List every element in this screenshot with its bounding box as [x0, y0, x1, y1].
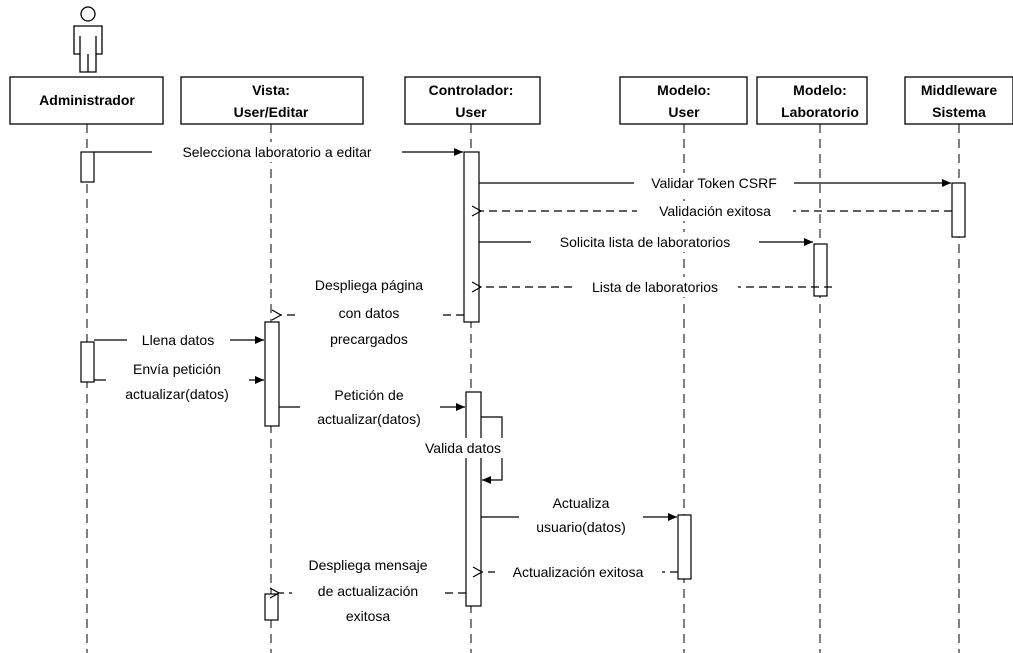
message-envia-peticion: Envía petición actualizar(datos): [94, 358, 264, 406]
message-actualiza-usuario: Actualiza usuario(datos): [481, 495, 677, 537]
participant-label: Modelo:: [793, 82, 847, 98]
participant-label: User: [455, 104, 487, 120]
message-validacion-exitosa: Validación exitosa: [481, 201, 952, 221]
activation-bar: [264, 593, 279, 621]
message-valida-datos: Valida datos: [423, 416, 503, 484]
message-label: Valida datos: [425, 440, 501, 456]
message-lista-laboratorios: Lista de laboratorios: [481, 277, 832, 297]
message-llena-datos: Llena datos: [94, 330, 264, 350]
message-label: Despliega página: [315, 277, 423, 293]
participant-label: Controlador:: [429, 82, 514, 98]
participant-label: Laboratorio: [781, 104, 859, 120]
activation-bar: [465, 391, 482, 607]
message-label: usuario(datos): [536, 519, 626, 535]
participant-administrador: Administrador: [9, 76, 164, 125]
message-label: actualizar(datos): [125, 386, 229, 402]
message-label: de actualización: [318, 583, 418, 599]
participant-label: Sistema: [932, 104, 986, 120]
message-label: Envía petición: [133, 361, 221, 377]
participant-label: User/Editar: [234, 104, 309, 120]
message-label: Despliega mensaje: [308, 557, 427, 573]
activation-bar: [264, 321, 280, 427]
message-label: Solicita lista de laboratorios: [560, 234, 730, 250]
message-label: Actualiza: [553, 495, 610, 511]
message-despliega-pagina: Despliega página con datos precargados: [281, 276, 464, 350]
activation-bar: [80, 341, 95, 383]
message-actualizacion-exitosa: Actualización exitosa: [482, 562, 678, 582]
participant-controlador: Controlador: User: [404, 76, 541, 125]
message-label: Petición de: [334, 387, 403, 403]
message-label: Lista de laboratorios: [592, 279, 718, 295]
message-solicita-lista: Solicita lista de laboratorios: [479, 232, 813, 252]
message-label: Validación exitosa: [659, 203, 771, 219]
participant-label: Vista:: [252, 82, 290, 98]
message-label: Validar Token CSRF: [651, 175, 777, 191]
activation-bar: [813, 243, 828, 297]
activation-bar: [951, 182, 966, 238]
activation-bar: [463, 151, 480, 323]
participant-vista: Vista: User/Editar: [180, 76, 364, 125]
message-label: Llena datos: [142, 332, 214, 348]
actor-icon: [73, 6, 103, 73]
message-label: Actualización exitosa: [513, 564, 644, 580]
participant-modelo-user: Modelo: User: [619, 76, 748, 125]
message-peticion-actualizar: Petición de actualizar(datos): [279, 386, 465, 428]
message-selecciona-laboratorio: Selecciona laboratorio a editar: [94, 142, 463, 162]
message-label: con datos: [339, 305, 400, 321]
participant-middleware: Middleware Sistema: [904, 76, 1013, 125]
participant-label: Modelo:: [657, 82, 711, 98]
participant-label: Middleware: [921, 82, 997, 98]
participant-label: User: [668, 104, 700, 120]
activation-bar: [677, 514, 692, 580]
message-despliega-mensaje: Despliega mensaje de actualización exito…: [279, 554, 466, 628]
message-label: actualizar(datos): [317, 411, 421, 427]
message-label: exitosa: [346, 608, 391, 624]
message-label: precargados: [330, 331, 408, 347]
activation-bar: [80, 151, 95, 183]
participant-label: Administrador: [39, 92, 135, 108]
message-validar-token: Validar Token CSRF: [479, 173, 951, 193]
message-label: Selecciona laboratorio a editar: [182, 144, 371, 160]
participant-modelo-laboratorio: Modelo: Laboratorio: [756, 76, 868, 125]
